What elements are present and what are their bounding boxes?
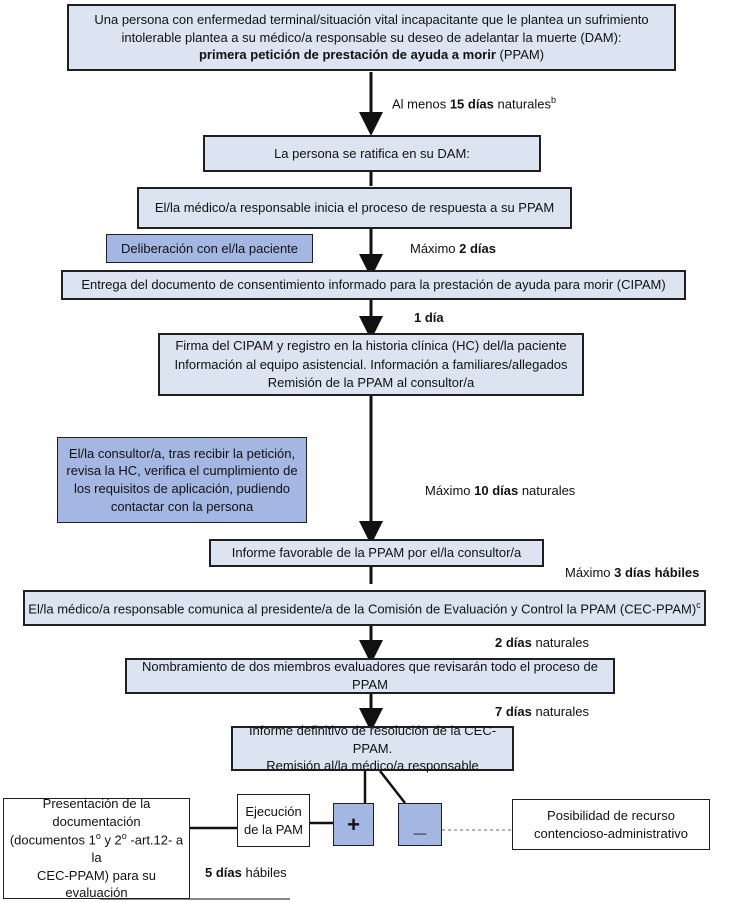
doctor-starts-box: El/la médico/a responsable inicia el pro… <box>137 187 572 229</box>
note-1-bold: 1 día <box>414 310 444 325</box>
consultant-box: El/la consultor/a, tras recibir la petic… <box>57 437 307 523</box>
plus-sign: + <box>347 811 360 837</box>
first-request-line3-rest: (PPAM) <box>495 47 545 63</box>
note-2-pre: Máximo <box>410 241 460 256</box>
note-3-days: Máximo 3 días hábiles <box>565 565 699 580</box>
signature-line1: Firma del CIPAM y registro en la histori… <box>175 338 567 354</box>
note-5-post: hábiles <box>241 865 287 880</box>
doctor-starts-text: El/la médico/a responsable inicia el pro… <box>154 200 555 216</box>
note-1-day: 1 día <box>414 310 444 325</box>
note-7-bold: 7 días <box>495 704 532 719</box>
presentation-box: Presentación de la documentación (docume… <box>3 796 190 901</box>
note-10-pre: Máximo <box>425 483 475 498</box>
final-report-line2: Remisión al/la médico/a responsable <box>266 758 479 774</box>
consultant-line3: los requisitos de aplicación, pudiendo <box>73 481 291 496</box>
note-2-bold: 2 días <box>459 241 496 256</box>
presentation-line2: documentación <box>52 813 141 829</box>
appeal-line2: contencioso-administrativo <box>534 825 688 841</box>
note-15-days: Al menos 15 días naturalesb <box>392 95 556 111</box>
appointment-text: Nombramiento de dos miembros evaluadores… <box>142 659 598 692</box>
signature-box: Firma del CIPAM y registro en la histori… <box>158 333 584 396</box>
note-10-bold: 10 días <box>474 483 519 498</box>
cipam-delivery-box: Entrega del documento de consentimiento … <box>61 270 686 300</box>
note-5-bold: 5 días <box>205 865 242 880</box>
note-15-pre: Al menos <box>392 96 450 112</box>
final-report-box: Informe definitivo de resolución de la C… <box>231 723 514 773</box>
note-2b-post: naturales <box>531 635 589 650</box>
appointment-box: Nombramiento de dos miembros evaluadores… <box>125 658 615 694</box>
final-report-line1: Informe definitivo de resolución de la C… <box>248 723 497 756</box>
note-7-days: 7 días naturales <box>495 704 589 719</box>
consultant-line2: revisa la HC, verifica el cumplimiento d… <box>66 463 298 479</box>
note-2-days: Máximo 2 días <box>410 241 496 256</box>
appeal-line1: Posibilidad de recurso <box>547 807 675 823</box>
presentation-line3c: -art.12- a la <box>91 832 184 866</box>
presentation-line4: CEC-PPAM) para su <box>37 867 156 883</box>
favorable-report-text: Informe favorable de la PPAM por el/la c… <box>231 545 522 561</box>
consultant-line1: El/la consultor/a, tras recibir la petic… <box>68 445 296 461</box>
presentation-line3b: y 2 <box>100 832 122 848</box>
note-3-bold: 3 días hábiles <box>614 565 700 580</box>
first-request-box: Una persona con enfermedad terminal/situ… <box>67 4 676 71</box>
first-request-line1: Una persona con enfermedad terminal/situ… <box>94 12 649 28</box>
communicate-text: El/la médico/a responsable comunica al p… <box>28 600 697 616</box>
signature-line3: Remisión de la PPAM al consultor/a <box>267 375 475 391</box>
note-10-days: Máximo 10 días naturales <box>425 483 575 498</box>
presentation-line5: evaluación <box>65 885 128 901</box>
note-10-post: naturales <box>518 483 576 498</box>
note-5-days: 5 días hábiles <box>205 865 287 880</box>
appeal-box: Posibilidad de recurso contencioso-admin… <box>512 799 710 850</box>
ratify-text: La persona se ratifica en su DAM: <box>274 145 470 161</box>
minus-sign: _ <box>413 811 427 837</box>
note-15-bold: 15 días <box>449 96 494 112</box>
ratify-box: La persona se ratifica en su DAM: <box>203 135 541 172</box>
first-request-bold: primera petición de prestación de ayuda … <box>198 47 496 63</box>
signature-line2: Información al equipo asistencial. Infor… <box>174 356 568 372</box>
presentation-sup1: o <box>95 831 101 842</box>
presentation-line3a: (documentos 1 <box>9 832 96 848</box>
note-3-pre: Máximo <box>565 565 615 580</box>
deliberation-text: Deliberación con el/la paciente <box>120 240 299 256</box>
minus-box: _ <box>398 803 442 846</box>
deliberation-box: Deliberación con el/la paciente <box>106 234 313 263</box>
execution-box: Ejecución de la PAM <box>237 794 310 847</box>
presentation-line1: Presentación de la <box>42 796 151 812</box>
note-2-days-b: 2 días naturales <box>495 635 589 650</box>
cipam-delivery-text: Entrega del documento de consentimiento … <box>81 277 666 293</box>
note-15-post: naturales <box>493 96 551 112</box>
presentation-sup2: o <box>121 831 127 842</box>
execution-line2: de la PAM <box>243 821 303 837</box>
communicate-footnote: c <box>696 599 701 610</box>
plus-box: + <box>333 803 374 846</box>
favorable-report-box: Informe favorable de la PPAM por el/la c… <box>209 539 544 567</box>
note-7-post: naturales <box>531 704 589 719</box>
execution-line1: Ejecución <box>245 803 302 819</box>
communicate-box: El/la médico/a responsable comunica al p… <box>23 590 706 626</box>
first-request-line2: intolerable plantea a su médico/a respon… <box>121 29 622 45</box>
consultant-line4: contactar con la persona <box>110 498 254 514</box>
arrow-minus <box>379 770 406 804</box>
note-15-footnote: b <box>551 95 557 105</box>
note-2b-bold: 2 días <box>495 635 532 650</box>
